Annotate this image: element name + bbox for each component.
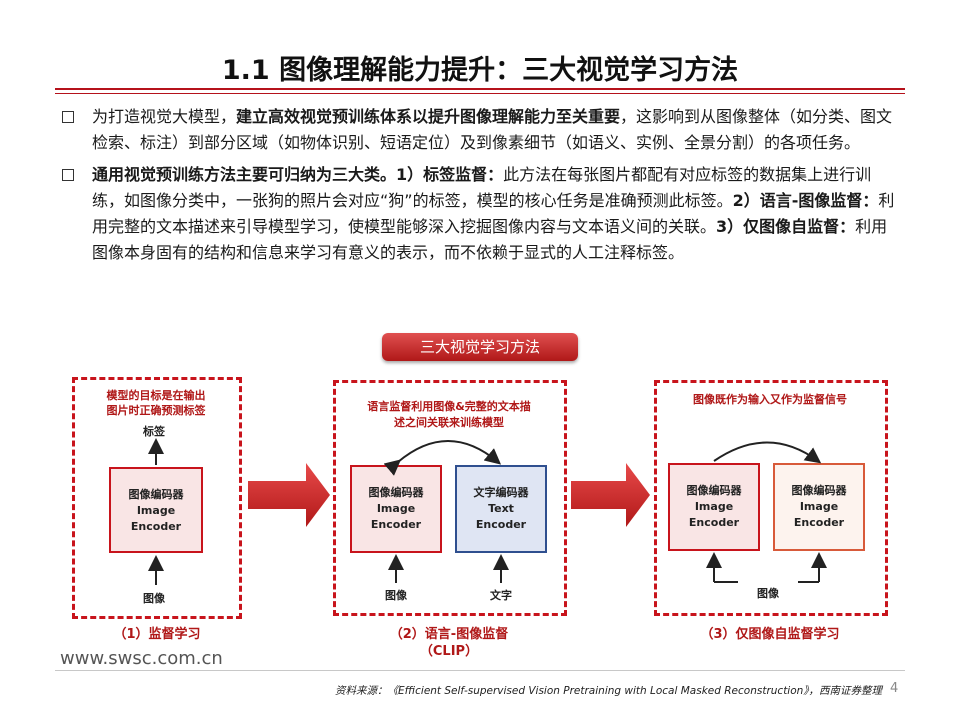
panel3-image-encoder-2: 图像编码器 Image Encoder [773, 463, 865, 551]
panel1-caption-line: 图片时正确预测标签 [106, 404, 206, 417]
encoder-en: Image [694, 500, 734, 513]
bullet-list: 为打造视觉大模型，建立高效视觉预训练体系以提升图像理解能力至关重要，这影响到从图… [62, 104, 902, 272]
footer-rule [55, 670, 905, 671]
diagram-header: 三大视觉学习方法 [382, 333, 578, 361]
panel2-subtitle: （2）语言-图像监督 （CLIP） [333, 626, 565, 660]
bullet-text: 此方法在每张图片都配有对应标签的数据集上进行训练，如图像分类中，一张狗的照片会对… [92, 165, 872, 210]
panel3-caption: 图像既作为输入又作为监督信号 [693, 393, 847, 406]
bullet-item-2: 通用视觉预训练方法主要可归纳为三大类。1）标签监督：此方法在每张图片都配有对应标… [62, 162, 902, 266]
panel1-label-tag: 标签 [143, 425, 165, 438]
checkbox-bullet-icon [62, 169, 74, 181]
bullet-text: 利用图像本身固有的结构和信息来学习有意义的表示，而不依赖于显式的人工注释标签。 [92, 217, 888, 262]
title-rule-top [55, 88, 905, 90]
encoder-en: Image [136, 504, 176, 517]
encoder-en: Encoder [688, 516, 740, 529]
encoder-en: Text [488, 502, 514, 515]
footer-url[interactable]: www.swsc.com.cn [60, 648, 223, 669]
panel3-label-image: 图像 [757, 587, 779, 600]
panel2-caption-line: 述之间关联来训练模型 [394, 416, 504, 429]
encoder-en: Encoder [793, 516, 845, 529]
panel2-caption-line: 语言监督利用图像&完整的文本描 [367, 400, 531, 413]
panel2-label-image: 图像 [385, 589, 407, 602]
page-title: 1.1 图像理解能力提升：三大视觉学习方法 [221, 55, 739, 86]
panel1-caption-line: 模型的目标是在输出 [106, 389, 206, 402]
panel3-image-encoder-1: 图像编码器 Image Encoder [668, 463, 760, 551]
panel2-caption: 语言监督利用图像&完整的文本描 述之间关联来训练模型 [337, 399, 561, 431]
encoder-en: Encoder [130, 520, 182, 533]
encoder-cn: 图像编码器 [686, 484, 742, 497]
bullet-text: 利用完整的文本描述来引导模型学习，使模型能够深入挖掘图像内容与文本语义间的关联。 [92, 191, 895, 236]
bullet-item-1: 为打造视觉大模型，建立高效视觉预训练体系以提升图像理解能力至关重要，这影响到从图… [62, 104, 902, 156]
encoder-cn: 文字编码器 [473, 486, 529, 499]
encoder-en: Image [799, 500, 839, 513]
bullet-bold-text: 3）仅图像自监督： [716, 217, 856, 236]
panel1-subtitle: （1）监督学习 [113, 627, 201, 642]
bullet-bold-text: 建立高效视觉预训练体系以提升图像理解能力至关重要 [236, 107, 621, 126]
bullet-text: ，这影响到从图像整体（如分类、图文检索、标注）到部分区域（如物体识别、短语定位）… [92, 107, 893, 152]
bullet-bold-text: 2）语言-图像监督： [732, 191, 879, 210]
panel1-label-image: 图像 [143, 592, 165, 605]
checkbox-bullet-icon [62, 111, 74, 123]
panel2-label-text: 文字 [490, 589, 512, 602]
encoder-en: Encoder [475, 518, 527, 531]
encoder-cn: 图像编码器 [791, 484, 847, 497]
panel1-caption: 模型的目标是在输出 图片时正确预测标签 [76, 388, 236, 418]
bullet-bold-text: 通用视觉预训练方法主要可归纳为三大类。1）标签监督： [92, 165, 504, 184]
encoder-en: Encoder [370, 518, 422, 531]
bullet-text: 为打造视觉大模型， [92, 107, 237, 126]
panel2-text-encoder: 文字编码器 Text Encoder [455, 465, 547, 553]
panel3-subtitle: （3）仅图像自监督学习 [700, 627, 840, 642]
panel2-subtitle-line: （CLIP） [419, 644, 479, 659]
title-rule-bottom [55, 93, 905, 94]
big-right-arrow-icon [248, 463, 330, 527]
panel2-subtitle-line: （2）语言-图像监督 [389, 627, 509, 642]
encoder-cn: 图像编码器 [128, 488, 184, 501]
encoder-en: Image [376, 502, 416, 515]
footer-source: 资料来源：《Efficient Self-supervised Vision P… [335, 685, 883, 697]
panel2-image-encoder: 图像编码器 Image Encoder [350, 465, 442, 553]
page-number: 4 [890, 681, 899, 696]
panel1-image-encoder: 图像编码器 Image Encoder [109, 467, 203, 553]
big-right-arrow-icon [571, 463, 650, 527]
encoder-cn: 图像编码器 [368, 486, 424, 499]
